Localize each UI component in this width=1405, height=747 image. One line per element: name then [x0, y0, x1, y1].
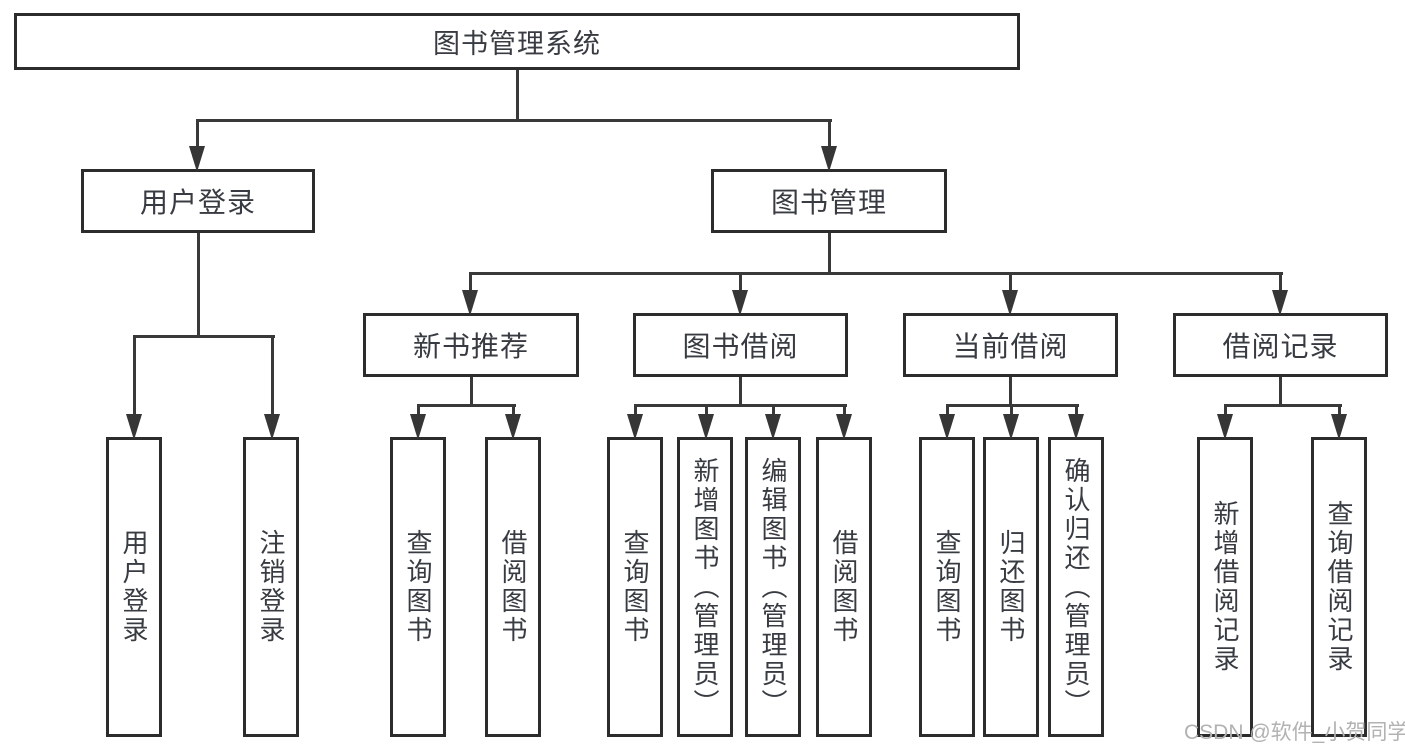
node-current-borrowing: 当前借阅	[903, 313, 1118, 377]
arrowhead-icon	[1002, 290, 1018, 316]
connector-line	[416, 403, 516, 407]
connector-line	[468, 271, 1283, 275]
connector-line	[633, 405, 637, 414]
connector-line	[704, 405, 708, 414]
node-borrowing-records: 借阅记录	[1173, 313, 1388, 377]
connector-line	[468, 273, 472, 290]
arrowhead-icon	[1272, 290, 1288, 316]
connector-line	[416, 405, 420, 414]
connector-line	[1278, 273, 1282, 290]
node-library-management-system: 图书管理系统	[14, 13, 1020, 70]
arrowhead-icon	[1068, 414, 1084, 440]
connector-line	[1223, 405, 1227, 414]
leaf-user-login: 用户登录	[106, 437, 162, 737]
connector-line	[1278, 377, 1282, 405]
arrowhead-icon	[821, 146, 837, 172]
leaf-return-books: 归还图书	[983, 437, 1039, 737]
connector-line	[195, 120, 199, 146]
connector-line	[827, 233, 831, 273]
connector-line	[738, 273, 742, 290]
connector-line	[945, 403, 1079, 407]
leaf-query-books-borrowing: 查询图书	[607, 437, 663, 737]
arrowhead-icon	[189, 146, 205, 172]
arrowhead-icon	[939, 414, 955, 440]
arrowhead-icon	[836, 414, 852, 440]
arrowhead-icon	[627, 414, 643, 440]
connector-line	[196, 233, 200, 336]
connector-line	[270, 336, 274, 414]
connector-line	[132, 334, 275, 338]
connector-line	[738, 377, 742, 405]
leaf-add-borrow-record: 新增借阅记录	[1197, 437, 1253, 737]
arrowhead-icon	[462, 290, 478, 316]
arrowhead-icon	[1331, 414, 1347, 440]
leaf-borrow-books: 借阅图书	[816, 437, 872, 737]
connector-line	[1008, 377, 1012, 405]
node-user-login: 用户登录	[81, 169, 315, 233]
arrowhead-icon	[765, 414, 781, 440]
connector-line	[1008, 273, 1012, 290]
arrowhead-icon	[698, 414, 714, 440]
node-book-management: 图书管理	[711, 169, 947, 233]
connector-line	[511, 405, 515, 414]
leaf-logout: 注销登录	[243, 437, 299, 737]
leaf-query-books-current: 查询图书	[919, 437, 975, 737]
arrowhead-icon	[732, 290, 748, 316]
connector-line	[515, 70, 519, 120]
connector-line	[633, 403, 847, 407]
node-new-book-recommendation: 新书推荐	[363, 313, 579, 377]
leaf-edit-books-admin: 编辑图书（管理员）	[745, 437, 801, 737]
node-book-borrowing: 图书借阅	[633, 313, 848, 377]
leaf-confirm-return-admin: 确认归还（管理员）	[1048, 437, 1104, 737]
connector-line	[1074, 405, 1078, 414]
connector-line	[195, 118, 832, 122]
arrowhead-icon	[1003, 414, 1019, 440]
connector-line	[827, 120, 831, 146]
arrowhead-icon	[264, 414, 280, 440]
arrowhead-icon	[410, 414, 426, 440]
connector-line	[1337, 405, 1341, 414]
connector-line	[132, 336, 136, 414]
connector-line	[771, 405, 775, 414]
leaf-add-books-admin: 新增图书（管理员）	[677, 437, 733, 737]
connector-line	[1223, 403, 1342, 407]
connector-line	[842, 405, 846, 414]
leaf-borrow-books-recommend: 借阅图书	[485, 437, 541, 737]
arrowhead-icon	[1217, 414, 1233, 440]
leaf-query-borrow-record: 查询借阅记录	[1311, 437, 1367, 737]
connector-line	[945, 405, 949, 414]
connector-line	[469, 377, 473, 405]
connector-line	[1009, 405, 1013, 414]
arrowhead-icon	[126, 414, 142, 440]
leaf-query-books-recommend: 查询图书	[390, 437, 446, 737]
csdn-watermark: CSDN @软件_小贺同学	[1184, 721, 1405, 744]
arrowhead-icon	[505, 414, 521, 440]
